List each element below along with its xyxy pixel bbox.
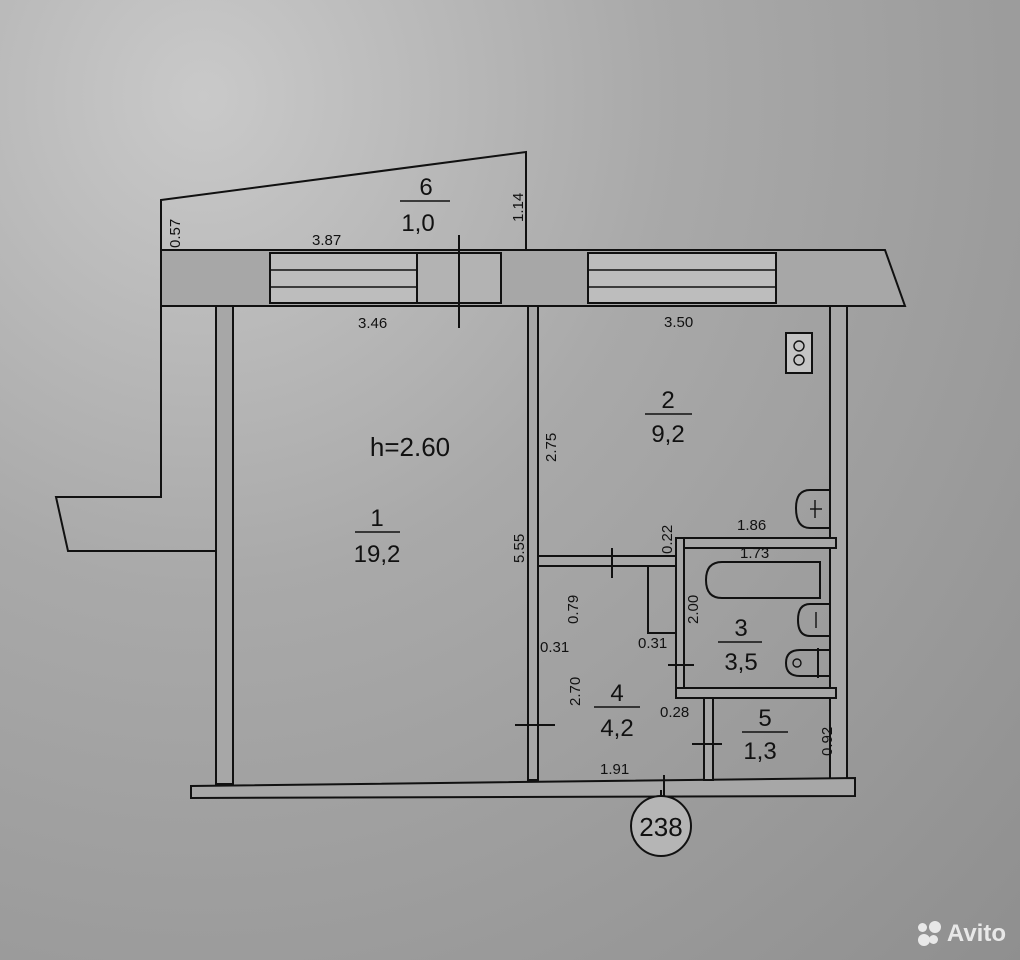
dim-wc-depth: 0.92 xyxy=(819,727,836,756)
room-5-number: 5 xyxy=(758,705,771,732)
partition-wall-2-4 xyxy=(537,555,677,567)
bathtub-icon xyxy=(704,561,821,599)
room-1-number: 1 xyxy=(370,505,383,532)
dim-bath-outer: 1.86 xyxy=(737,517,766,534)
dim-balcony-length: 3.87 xyxy=(312,232,341,249)
window-right xyxy=(587,252,777,304)
apartment-number: 238 xyxy=(639,812,682,842)
room-4-number: 4 xyxy=(610,680,623,707)
room-5-area: 1,3 xyxy=(743,738,776,765)
balcony-door xyxy=(416,235,502,328)
stove-icon xyxy=(785,332,813,374)
kitchen-sink-icon xyxy=(794,489,830,529)
room-4-area: 4,2 xyxy=(600,715,633,742)
toilet-icon xyxy=(784,648,830,678)
niche-left-outline xyxy=(537,565,578,640)
dim-hall-depth: 2.70 xyxy=(567,677,584,706)
left-wall xyxy=(215,305,234,785)
dim-0-22: 0.22 xyxy=(659,525,676,554)
bath-sink-icon xyxy=(796,603,830,637)
wc-left-wall xyxy=(703,697,714,781)
room-2-area: 9,2 xyxy=(651,421,684,448)
dim-hall-0-31-right: 0.31 xyxy=(638,635,667,652)
room-2-number: 2 xyxy=(661,387,674,414)
dim-hall-width: 1.91 xyxy=(600,761,629,778)
niche-right-outline xyxy=(647,566,676,634)
avito-watermark: Avito xyxy=(917,920,1006,948)
dim-balcony-right: 1.14 xyxy=(510,193,527,222)
dim-room1-width: 3.46 xyxy=(358,315,387,332)
dim-room2-width: 3.50 xyxy=(664,314,693,331)
dim-room2-depth: 2.75 xyxy=(543,433,560,462)
dim-bath-inner: 1.73 xyxy=(740,545,769,562)
partition-wall-1-2 xyxy=(527,305,539,781)
dim-hall-0-31-left: 0.31 xyxy=(540,639,569,656)
room-3-area: 3,5 xyxy=(724,649,757,676)
ceiling-height: h=2.60 xyxy=(370,432,450,462)
dim-hall-0-79: 0.79 xyxy=(565,595,582,624)
bottom-wall xyxy=(190,776,856,800)
balcony-outline xyxy=(160,150,527,251)
bath-left-wall xyxy=(675,537,685,697)
room-3-number: 3 xyxy=(734,615,747,642)
dim-bath-depth: 2.00 xyxy=(685,595,702,624)
bath-bottom-wall xyxy=(675,687,837,699)
window-left xyxy=(269,252,418,304)
avito-logo-icon xyxy=(917,921,941,946)
dim-wc-0-28: 0.28 xyxy=(660,704,689,721)
avito-watermark-text: Avito xyxy=(946,920,1006,947)
room-1-area: 19,2 xyxy=(354,541,401,568)
left-protrusion xyxy=(54,305,217,552)
dim-balcony-left: 0.57 xyxy=(167,219,184,248)
room-6-area: 1,0 xyxy=(401,210,434,237)
room-6-number: 6 xyxy=(419,174,432,201)
dim-room1-depth: 5.55 xyxy=(511,534,528,563)
